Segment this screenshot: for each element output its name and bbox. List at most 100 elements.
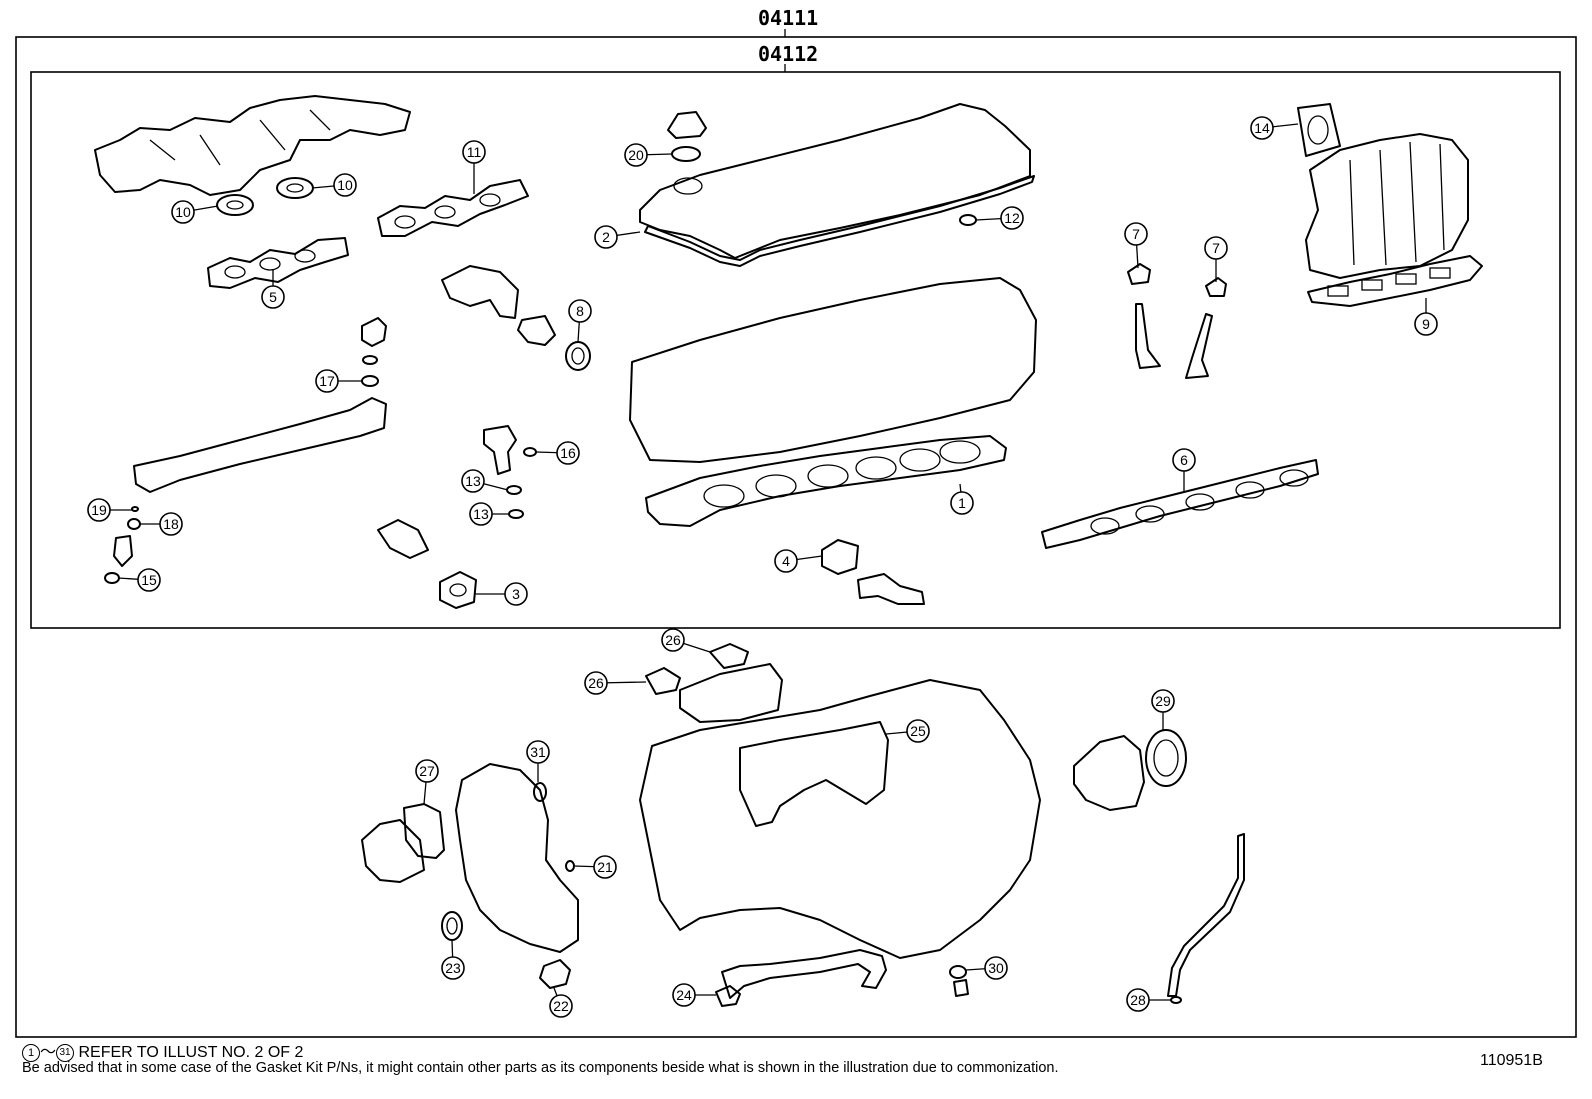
callout-label: 20 (628, 147, 644, 163)
exhaust-pipe-gasket-10b-hole (286, 183, 304, 193)
callout-label: 8 (576, 303, 584, 319)
callout-c12: 12 (1000, 206, 1024, 230)
exhaust-manifold-gasket-11 (377, 179, 529, 237)
illustration-id: 110951B (1480, 1052, 1543, 1069)
callout-label: 29 (1155, 693, 1171, 709)
footer-note: Be advised that in some case of the Gask… (22, 1060, 1059, 1076)
callout-circle (1126, 988, 1150, 1012)
valve-stem-seal-7a (1127, 263, 1151, 285)
o-ring-13b (508, 509, 524, 519)
timing-chain-cover-gasket-25 (739, 721, 889, 827)
callout-label: 4 (782, 553, 790, 569)
exhaust-manifold-gasket-5 (207, 237, 349, 289)
callout-circle (315, 369, 339, 393)
o-ring-28 (1170, 996, 1182, 1004)
o-ring-upper (362, 355, 378, 365)
range-start-badge: 1 (22, 1043, 40, 1062)
callout-circle (1000, 206, 1024, 230)
range-separator: ～ (40, 1044, 57, 1061)
callout-circle (333, 173, 357, 197)
callout-label: 31 (530, 744, 546, 760)
head-gasket-bores (703, 440, 981, 508)
fuel-delivery-pipe (133, 397, 387, 493)
gasket-22 (539, 959, 571, 989)
callout-circle (526, 740, 550, 764)
exhaust-manifold-detail (149, 109, 331, 166)
exhaust-pipe-gasket-10a-hole (226, 200, 244, 210)
callout-circle (504, 582, 528, 606)
callout-label: 30 (988, 960, 1004, 976)
callout-label: 19 (91, 502, 107, 518)
oil-strainer-gasket-24 (715, 985, 741, 1007)
callout-c7a: 7 (1124, 222, 1148, 246)
water-bypass-pipe (857, 573, 925, 605)
callout-circle (584, 671, 608, 695)
callout-c21: 21 (593, 855, 617, 879)
inner-kit-code: 04112 (758, 42, 819, 66)
o-ring-16 (523, 447, 537, 457)
callout-label: 25 (910, 723, 926, 739)
gasket-26b (645, 667, 681, 695)
callout-c29: 29 (1151, 689, 1175, 713)
water-inlet-housing (441, 265, 556, 346)
callout-circle (549, 994, 573, 1018)
o-ring-19 (131, 506, 139, 512)
callout-circle (661, 628, 685, 652)
fuel-pressure-sensor (361, 317, 387, 347)
callout-c13b: 13 (469, 502, 493, 526)
callout-c9: 9 (1414, 312, 1438, 336)
exhaust-manifold-part (94, 95, 411, 196)
water-bypass-gasket-4 (821, 539, 859, 575)
callout-label: 24 (676, 987, 692, 1003)
rear-oil-seal-29-inner (1153, 739, 1179, 777)
callout-circle (984, 956, 1008, 980)
callout-c19: 19 (87, 498, 111, 522)
exhaust-manifold-gasket-6 (1041, 459, 1319, 549)
water-pipe-13 (483, 425, 517, 475)
callout-c10a: 10 (171, 200, 195, 224)
timing-chain-cover (455, 763, 579, 953)
drain-plug-gasket-30 (949, 965, 967, 979)
oil-seal-8 (565, 341, 591, 371)
callout-label: 26 (588, 675, 604, 691)
callout-label: 1 (958, 495, 966, 511)
callout-c16: 16 (556, 441, 580, 465)
callout-circle (159, 512, 183, 536)
callout-circle (462, 140, 486, 164)
footer-refer-line: 1～31 REFER TO ILLUST NO. 2 OF 2 (22, 1038, 303, 1062)
callout-c5: 5 (261, 285, 285, 309)
callout-circle (441, 956, 465, 980)
callout-circle (1414, 312, 1438, 336)
callout-label: 7 (1132, 226, 1140, 242)
callout-c18: 18 (159, 512, 183, 536)
o-ring-15 (104, 572, 120, 584)
callout-circle (1204, 236, 1228, 260)
callout-c1: 1 (950, 491, 974, 515)
callout-label: 6 (1180, 452, 1188, 468)
callout-label: 7 (1212, 240, 1220, 256)
callout-c26b: 26 (584, 671, 608, 695)
oil-seal-23-inner (446, 917, 458, 935)
callout-c22: 22 (549, 994, 573, 1018)
rear-oil-seal-retainer (1073, 735, 1145, 811)
callout-c8: 8 (568, 299, 592, 323)
water-bypass-joint (377, 519, 429, 559)
callout-c10b: 10 (333, 173, 357, 197)
callout-label: 12 (1004, 210, 1020, 226)
exhaust-valve (1185, 313, 1213, 379)
callout-label: 11 (467, 144, 482, 160)
gasket-26a (709, 643, 749, 669)
callout-label: 23 (445, 960, 461, 976)
exhaust-pipe-gasket-10b (276, 177, 314, 199)
callout-circle (1250, 116, 1274, 140)
callout-label: 10 (337, 177, 353, 193)
callout-circle (469, 502, 493, 526)
callout-label: 14 (1254, 120, 1270, 136)
callout-label: 2 (602, 229, 610, 245)
oil-strainer-pipe (721, 949, 887, 999)
callout-label: 16 (560, 445, 576, 461)
callout-c25: 25 (906, 719, 930, 743)
cylinder-head-gasket-1 (645, 435, 1007, 527)
insulator-18 (127, 518, 141, 530)
